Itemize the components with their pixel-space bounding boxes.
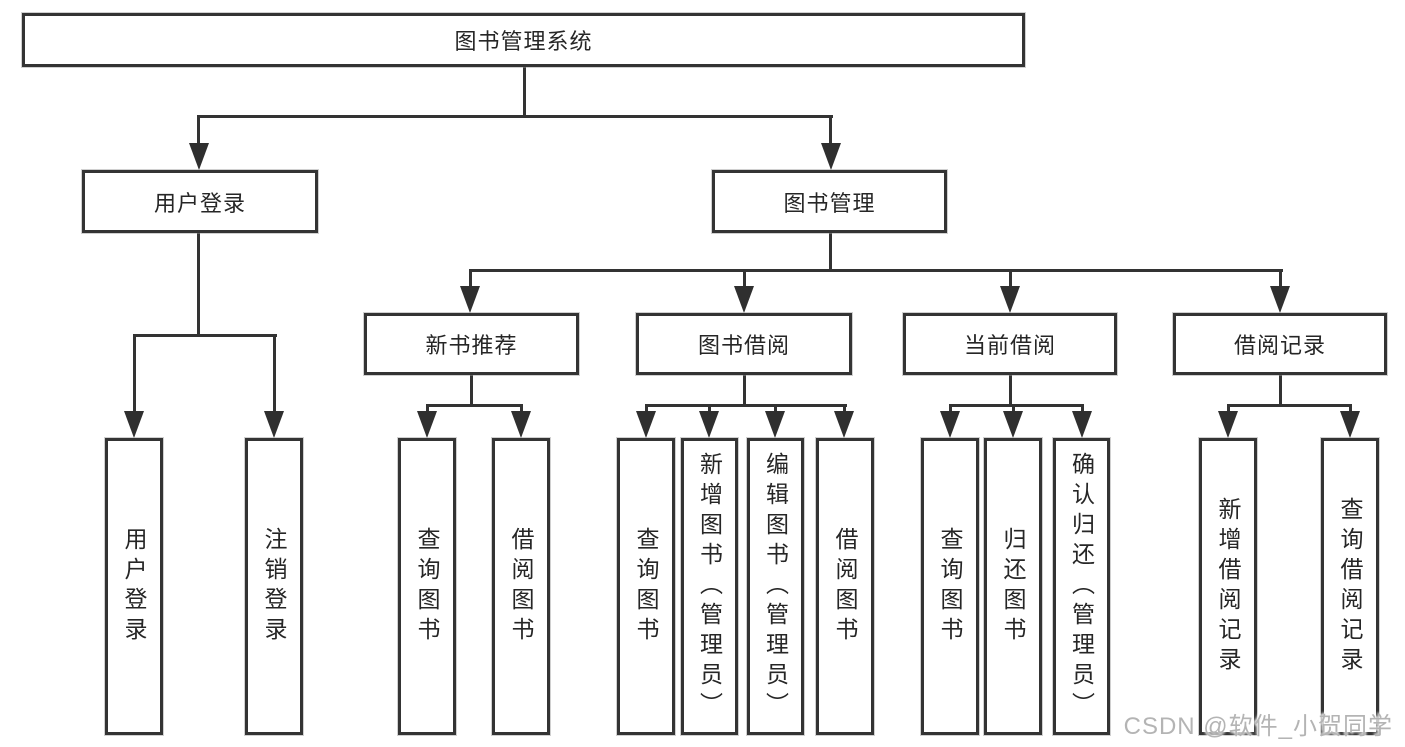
connector-line	[708, 404, 711, 414]
connector-line	[1279, 269, 1282, 289]
leaf-confirm-return-admin-label: 确认归还（管理员）	[1068, 451, 1095, 722]
node-borrow-record-label: 借阅记录	[1233, 333, 1326, 358]
connector-line	[949, 404, 952, 414]
connector-line	[743, 375, 746, 407]
leaf-add-borrow-record: 新增借阅记录	[1198, 437, 1258, 736]
connector-line	[829, 233, 832, 272]
leaf-add-book-admin: 新增图书（管理员）	[680, 437, 739, 736]
leaf-add-borrow-record-label: 新增借阅记录	[1215, 496, 1241, 677]
arrow-down	[1003, 411, 1023, 438]
node-book-management-label: 图书管理	[783, 190, 876, 216]
connector-line	[743, 269, 746, 289]
leaf-user-login: 用户登录	[104, 437, 164, 736]
connector-line	[426, 404, 429, 414]
arrow-down	[1218, 411, 1238, 438]
connector-line	[1227, 404, 1230, 414]
leaf-borrow-book-recommend: 借阅图书	[491, 437, 551, 736]
connector-line	[133, 334, 136, 414]
connector-line	[1349, 404, 1352, 414]
node-borrow-record: 借阅记录	[1172, 312, 1388, 376]
node-current-borrow-label: 当前借阅	[963, 333, 1056, 358]
arrow-down	[1270, 286, 1290, 313]
connector-line	[197, 115, 833, 118]
leaf-borrow-book-label: 借阅图书	[832, 526, 858, 647]
connector-line	[1279, 375, 1282, 407]
arrow-down	[264, 411, 284, 438]
leaf-query-borrow-record: 查询借阅记录	[1320, 437, 1380, 736]
leaf-confirm-return-admin: 确认归还（管理员）	[1052, 437, 1111, 736]
connector-line	[469, 269, 1283, 272]
connector-line	[197, 233, 200, 337]
arrow-down	[417, 411, 437, 438]
watermark: CSDN @软件_小贺同学	[1123, 713, 1393, 740]
leaf-borrow-book-recommend-label: 借阅图书	[508, 526, 534, 647]
leaf-logout: 注销登录	[244, 437, 304, 736]
node-current-borrow: 当前借阅	[902, 312, 1118, 376]
leaf-user-login-label: 用户登录	[121, 526, 147, 647]
arrow-down	[189, 143, 209, 170]
node-new-book-recommend: 新书推荐	[363, 312, 580, 376]
node-user-login: 用户登录	[81, 169, 319, 234]
node-root-label: 图书管理系统	[454, 29, 593, 54]
connector-line	[523, 67, 526, 118]
connector-line	[520, 404, 523, 414]
leaf-query-book-borrow-label: 查询图书	[633, 526, 659, 647]
connector-line	[1012, 404, 1015, 414]
arrow-down	[765, 411, 785, 438]
connector-line	[645, 404, 847, 407]
arrow-down	[940, 411, 960, 438]
connector-line	[774, 404, 777, 414]
node-root: 图书管理系统	[21, 12, 1026, 68]
arrow-down	[1000, 286, 1020, 313]
arrow-down	[1072, 411, 1092, 438]
arrow-down	[124, 411, 144, 438]
connector-line	[645, 404, 648, 414]
node-book-management: 图书管理	[711, 169, 948, 234]
leaf-logout-label: 注销登录	[261, 526, 287, 647]
connector-line	[843, 404, 846, 414]
connector-line	[426, 404, 523, 407]
leaf-edit-book-admin-label: 编辑图书（管理员）	[762, 451, 789, 722]
arrow-down	[511, 411, 531, 438]
leaf-query-book-recommend: 查询图书	[397, 437, 457, 736]
node-book-borrow-label: 图书借阅	[697, 333, 790, 358]
arrow-down	[636, 411, 656, 438]
leaf-edit-book-admin: 编辑图书（管理员）	[746, 437, 805, 736]
arrow-down	[821, 143, 841, 170]
connector-line	[1009, 375, 1012, 407]
leaf-return-book: 归还图书	[983, 437, 1043, 736]
node-user-login-label: 用户登录	[153, 190, 246, 216]
connector-line	[949, 404, 1084, 407]
leaf-query-book-current-label: 查询图书	[937, 526, 963, 647]
connector-line	[829, 115, 832, 147]
connector-line	[470, 375, 473, 407]
connector-line	[133, 334, 277, 337]
connector-line	[273, 334, 276, 414]
connector-line	[197, 115, 200, 147]
leaf-query-borrow-record-label: 查询借阅记录	[1337, 496, 1363, 677]
connector-line	[1081, 404, 1084, 414]
arrow-down	[1340, 411, 1360, 438]
leaf-add-book-admin-label: 新增图书（管理员）	[696, 451, 723, 722]
arrow-down	[834, 411, 854, 438]
connector-line	[1009, 269, 1012, 289]
leaf-query-book-recommend-label: 查询图书	[414, 526, 440, 647]
arrow-down	[734, 286, 754, 313]
connector-line	[1227, 404, 1352, 407]
node-new-book-recommend-label: 新书推荐	[425, 333, 518, 358]
arrow-down	[699, 411, 719, 438]
node-book-borrow: 图书借阅	[635, 312, 853, 376]
leaf-query-book-borrow: 查询图书	[616, 437, 676, 736]
arrow-down	[460, 286, 480, 313]
leaf-borrow-book: 借阅图书	[815, 437, 875, 736]
connector-line	[469, 269, 472, 289]
leaf-query-book-current: 查询图书	[920, 437, 980, 736]
leaf-return-book-label: 归还图书	[1000, 526, 1026, 647]
